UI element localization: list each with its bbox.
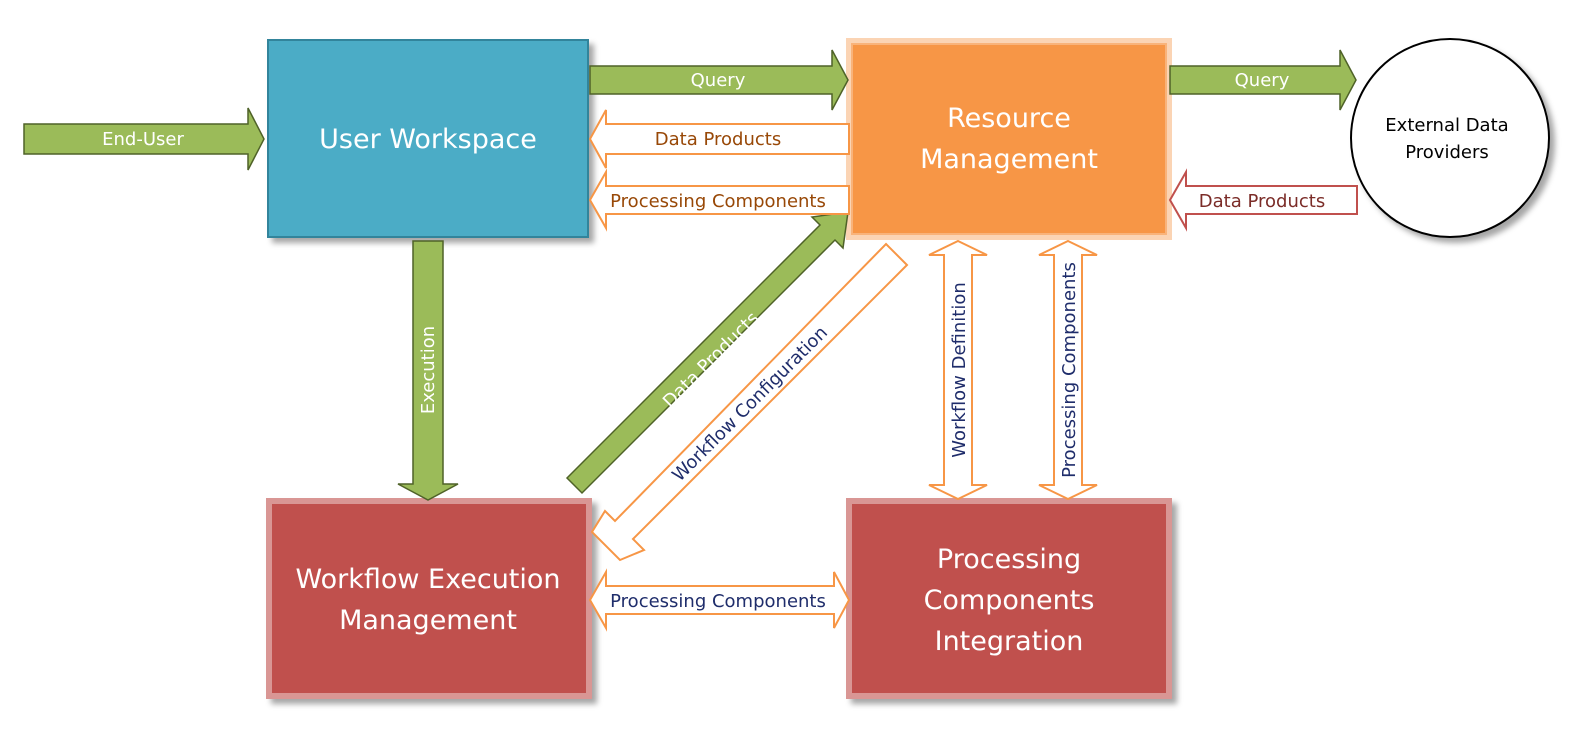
query-label-2: Query [1235, 70, 1290, 91]
processing-integration-label-line1: Processing [937, 544, 1081, 575]
external-providers-label-line1: External Data [1385, 115, 1508, 136]
workflow-definition-arrow: Workflow Definition [928, 239, 988, 501]
data-products-from-external-arrow: Data Products [1168, 168, 1358, 232]
data-products-to-workspace-label: Data Products [655, 129, 781, 150]
user-workspace-label: User Workspace [319, 124, 537, 155]
processing-integration-box[interactable]: Processing Components Integration [846, 498, 1172, 699]
workflow-execution-label-line2: Management [339, 605, 517, 636]
query-arrow-1: Query [589, 49, 849, 111]
processing-components-bottom-label: Processing Components [610, 591, 826, 612]
processing-components-vertical-label: Processing Components [1059, 262, 1080, 478]
workflow-execution-box[interactable]: Workflow Execution Management [266, 498, 592, 699]
processing-components-to-workspace-arrow: Processing Components [588, 168, 850, 232]
end-user-label: End-User [102, 129, 184, 150]
processing-integration-label-line3: Integration [935, 626, 1084, 657]
external-providers-label-line2: Providers [1405, 142, 1489, 163]
resource-management-label-line1: Resource [947, 103, 1071, 134]
user-workspace-box[interactable]: User Workspace [267, 39, 589, 238]
execution-arrow: Execution [397, 240, 459, 501]
data-products-to-workspace-arrow: Data Products [588, 109, 850, 169]
execution-label: Execution [418, 326, 439, 414]
resource-management-label-line2: Management [920, 144, 1098, 175]
processing-components-vertical-arrow: Processing Components [1038, 239, 1098, 501]
processing-components-bottom-arrow: Processing Components [588, 568, 851, 632]
resource-management-box[interactable]: Resource Management [846, 38, 1172, 240]
end-user-arrow: End-User [23, 107, 265, 171]
workflow-definition-label: Workflow Definition [949, 282, 970, 458]
query-label-1: Query [691, 70, 746, 91]
workflow-execution-label-line1: Workflow Execution [295, 564, 560, 595]
data-products-from-external-label: Data Products [1199, 191, 1325, 212]
processing-integration-label-line2: Components [924, 585, 1095, 616]
workflow-configuration-label: Workflow Configuration [668, 322, 832, 486]
processing-components-to-workspace-label: Processing Components [610, 191, 826, 212]
query-arrow-2: Query [1169, 49, 1357, 111]
external-providers-circle[interactable]: External Data Providers [1350, 38, 1550, 238]
